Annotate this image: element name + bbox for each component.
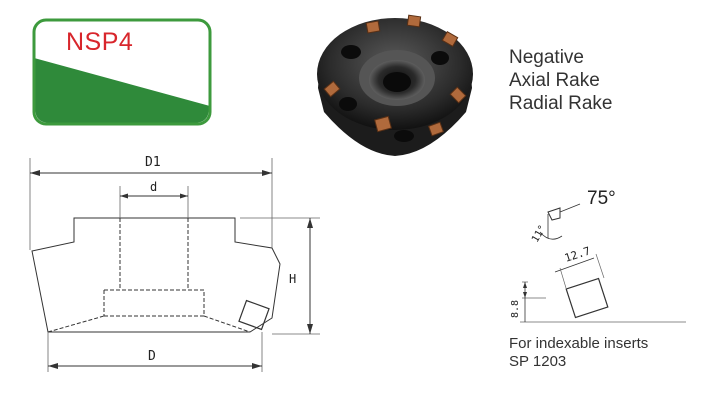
series-code: NSP4 xyxy=(66,28,134,56)
label-d1: D1 xyxy=(145,155,161,170)
cutter-photo xyxy=(317,14,473,156)
feature-negative: Negative xyxy=(509,47,584,68)
insert-note-line1: For indexable inserts xyxy=(509,335,649,352)
insert-note-line2: SP 1203 xyxy=(509,353,567,370)
badge-green-wedge xyxy=(35,58,209,123)
insert-detail xyxy=(520,203,686,323)
insert-top-view xyxy=(547,207,561,221)
feature-axial-rake: Axial Rake xyxy=(509,70,600,91)
clearance-angle-label: 11° xyxy=(530,223,549,244)
insert-side-view xyxy=(565,277,609,319)
label-body-diameter: D xyxy=(148,349,156,364)
cutter-section-drawing xyxy=(29,158,320,372)
lead-angle-label: 75° xyxy=(587,188,616,209)
height-offset-label: 8.8 xyxy=(510,300,521,318)
body-outline xyxy=(31,217,281,333)
label-bore: d xyxy=(150,180,157,194)
series-badge xyxy=(32,18,212,126)
label-height: H xyxy=(289,272,296,286)
feature-radial-rake: Radial Rake xyxy=(509,93,613,114)
feature-list: Negative Axial Rake Radial Rake xyxy=(509,46,613,115)
insert-size-label: 12.7 xyxy=(563,244,592,265)
insert-note: For indexable inserts SP 1203 xyxy=(509,335,648,371)
